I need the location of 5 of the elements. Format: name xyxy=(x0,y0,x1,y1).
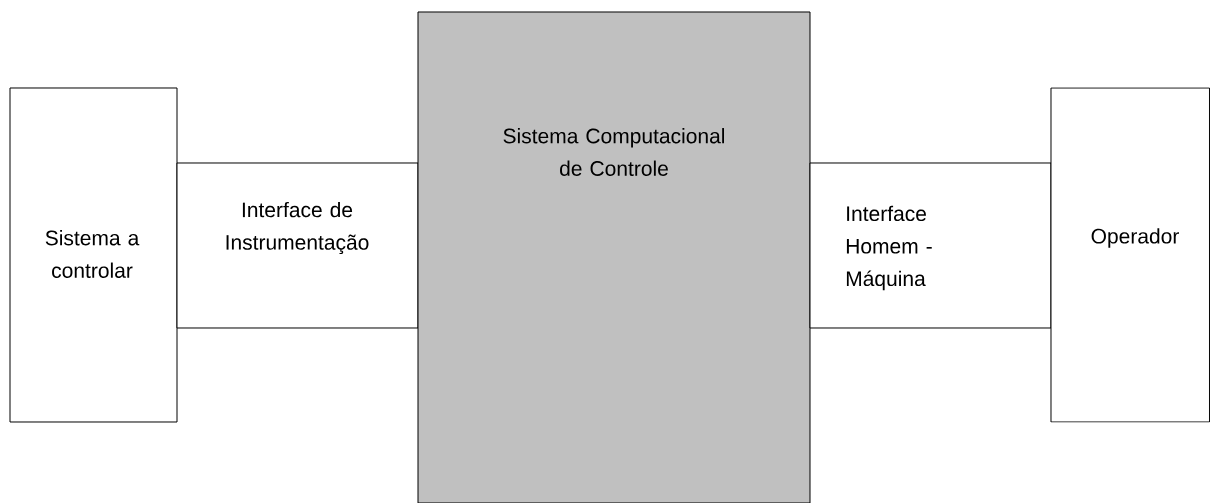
box: Interface de Instrumentação xyxy=(176,162,419,329)
box: Sistema a controlar xyxy=(9,87,178,423)
box: Sistema Computacional de Controle xyxy=(417,11,811,503)
box: Operador xyxy=(1050,87,1210,423)
box: Interface Homem - Máquina xyxy=(809,162,1052,329)
